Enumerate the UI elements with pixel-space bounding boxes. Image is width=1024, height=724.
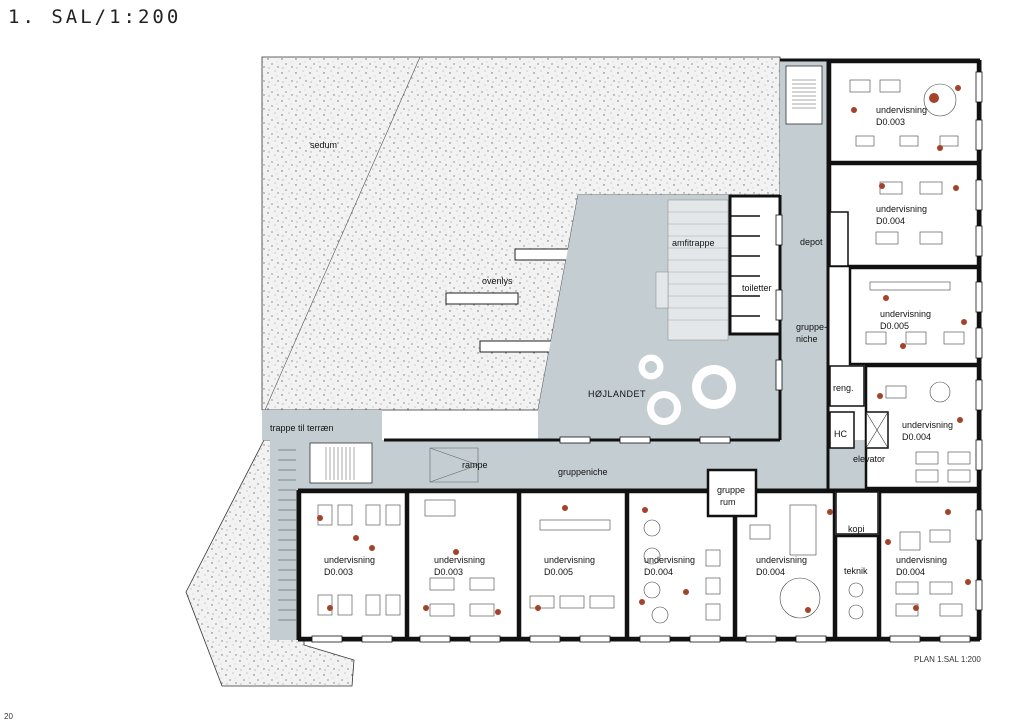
- room-b3: [518, 490, 628, 640]
- label-gruppeniche-right-2: niche: [796, 334, 818, 344]
- room-r2: [828, 162, 980, 268]
- room-name: undervisning: [876, 105, 927, 115]
- room-code: D0.003: [324, 567, 353, 577]
- label-elevator: elevator: [853, 454, 885, 464]
- label-amfitrappe: amfitrappe: [672, 238, 715, 248]
- room-code: D0.003: [434, 567, 463, 577]
- skylight: [479, 340, 553, 353]
- occupant-markers: [317, 85, 971, 615]
- room-teknik: [834, 534, 880, 640]
- label-depot: depot: [800, 237, 823, 247]
- room-code: D0.005: [880, 321, 909, 331]
- staircase-left: [309, 442, 373, 484]
- room-b1: [298, 490, 408, 640]
- room-depot: [829, 211, 849, 267]
- plan-scale-label: PLAN 1.SAL 1:200: [914, 655, 981, 664]
- room-reng: [829, 365, 865, 407]
- skylight: [445, 292, 519, 305]
- room-grupperum: [706, 468, 758, 518]
- room-code: D0.004: [896, 567, 925, 577]
- label-teknik: teknik: [844, 566, 868, 576]
- amfitrappe-steps: [655, 199, 729, 341]
- label-hojlandet: HØJLANDET: [588, 389, 646, 399]
- label-trappe: trappe til terræn: [270, 423, 334, 433]
- corridor-vertical: [780, 60, 828, 500]
- label-ovenlys: ovenlys: [482, 276, 513, 286]
- room-b2: [406, 490, 520, 640]
- room-r3: [848, 266, 980, 366]
- room-code: D0.004: [756, 567, 785, 577]
- label-kopi: kopi: [848, 524, 865, 534]
- staircase-top: [785, 65, 823, 125]
- room-name: undervisning: [434, 555, 485, 565]
- corridor-horizontal: [298, 440, 896, 490]
- label-sedum: sedum: [310, 140, 337, 150]
- room-name: undervisning: [644, 555, 695, 565]
- label-grupperum-2: rum: [720, 497, 736, 507]
- room-code: D0.003: [876, 117, 905, 127]
- room-name: undervisning: [902, 420, 953, 430]
- room-b6: [878, 490, 980, 640]
- label-grupperum-1: gruppe: [717, 485, 745, 495]
- label-gruppeniche-right-1: gruppe-: [796, 322, 827, 332]
- room-code: D0.004: [902, 432, 931, 442]
- room-name: undervisning: [876, 204, 927, 214]
- room-name: undervisning: [756, 555, 807, 565]
- label-reng: reng.: [833, 383, 854, 393]
- room-kopi: [835, 491, 879, 535]
- room-name: undervisning: [880, 309, 931, 319]
- furniture: [317, 79, 971, 624]
- label-gruppeniche: gruppeniche: [558, 467, 608, 477]
- page-title: 1. SAL/1:200: [8, 6, 182, 28]
- page-number: 20: [4, 712, 13, 721]
- label-rampe: rampe: [462, 460, 488, 470]
- room-code: D0.005: [544, 567, 573, 577]
- label-toiletter: toiletter: [742, 283, 772, 293]
- ramp: [429, 447, 479, 483]
- room-code: D0.004: [644, 567, 673, 577]
- room-name: undervisning: [324, 555, 375, 565]
- toilet-block: [728, 194, 784, 336]
- room-name: undervisning: [544, 555, 595, 565]
- room-hc: [829, 411, 855, 449]
- label-hc: HC: [834, 429, 847, 439]
- room-code: D0.004: [876, 216, 905, 226]
- room-labels: undervisning D0.003 undervisning D0.004 …: [324, 105, 953, 577]
- room-name: undervisning: [896, 555, 947, 565]
